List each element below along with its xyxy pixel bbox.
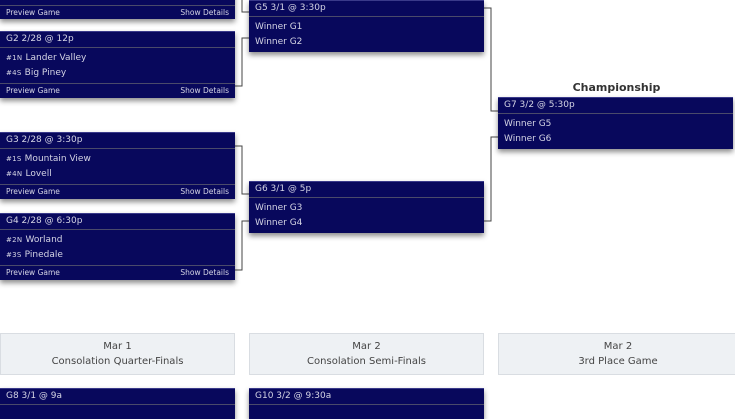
game-header: G7 3/2 @ 5:30p xyxy=(498,98,733,114)
round-date: Mar 1 xyxy=(103,341,132,352)
team-row[interactable]: Winner G3 xyxy=(255,203,303,213)
game-card-g5: G5 3/1 @ 3:30p Winner G1 Winner G2 xyxy=(249,0,484,52)
team-name: Lander Valley xyxy=(25,53,87,63)
preview-game-link[interactable]: Preview Game xyxy=(6,268,60,277)
game-header: G6 3/1 @ 5p xyxy=(249,182,484,198)
show-details-link[interactable]: Show Details xyxy=(180,268,229,277)
championship-label: Championship xyxy=(572,81,661,94)
game-header: G5 3/1 @ 3:30p xyxy=(249,1,484,17)
show-details-link[interactable]: Show Details xyxy=(180,187,229,196)
preview-game-link[interactable]: Preview Game xyxy=(6,8,60,17)
round-name: Consolation Semi-Finals xyxy=(307,356,426,367)
round-header-consolation-quarterfinals: Mar 1 Consolation Quarter-Finals xyxy=(0,333,235,375)
seed: #4S xyxy=(6,69,22,77)
game-header: G2 2/28 @ 12p xyxy=(0,32,235,48)
team-name: Worland xyxy=(25,235,63,245)
game-card-g6: G6 3/1 @ 5p Winner G3 Winner G4 xyxy=(249,181,484,233)
team-row[interactable]: Winner G2 xyxy=(255,37,303,47)
seed: #1S xyxy=(6,155,22,163)
round-date: Mar 2 xyxy=(603,341,633,352)
game-card-g1: Preview Game Show Details xyxy=(0,0,235,19)
game-header: G4 2/28 @ 6:30p xyxy=(0,214,235,230)
team-row[interactable]: Winner G1 xyxy=(255,22,303,32)
game-card-g7: G7 3/2 @ 5:30p Winner G5 Winner G6 xyxy=(498,97,733,149)
round-header-consolation-semifinals: Mar 2 Consolation Semi-Finals xyxy=(249,333,484,375)
team-name: Lovell xyxy=(25,169,52,179)
team-name: Pinedale xyxy=(24,250,63,260)
game-header: G10 3/2 @ 9:30a xyxy=(249,389,484,405)
round-header-3rd-place: Mar 2 3rd Place Game xyxy=(498,333,735,375)
game-card-g10: G10 3/2 @ 9:30a xyxy=(249,388,484,419)
seed: #1N xyxy=(6,54,23,62)
seed: #3S xyxy=(6,251,22,259)
team-row[interactable]: Winner G5 xyxy=(504,119,552,129)
game-header: G3 2/28 @ 3:30p xyxy=(0,133,235,149)
team-name: Mountain View xyxy=(24,154,91,164)
seed: #2N xyxy=(6,236,23,244)
round-name: 3rd Place Game xyxy=(578,356,658,367)
show-details-link[interactable]: Show Details xyxy=(180,8,229,17)
show-details-link[interactable]: Show Details xyxy=(180,86,229,95)
team-name: Big Piney xyxy=(24,68,67,78)
round-name: Consolation Quarter-Finals xyxy=(51,356,184,367)
preview-game-link[interactable]: Preview Game xyxy=(6,86,60,95)
bracket-lines xyxy=(234,0,498,271)
seed: #4N xyxy=(6,170,23,178)
team-row[interactable]: Winner G6 xyxy=(504,134,552,144)
game-card-g8: G8 3/1 @ 9a xyxy=(0,388,235,419)
preview-game-link[interactable]: Preview Game xyxy=(6,187,60,196)
team-row[interactable]: Winner G4 xyxy=(255,218,303,228)
game-header: G8 3/1 @ 9a xyxy=(0,389,235,405)
round-date: Mar 2 xyxy=(352,341,381,352)
